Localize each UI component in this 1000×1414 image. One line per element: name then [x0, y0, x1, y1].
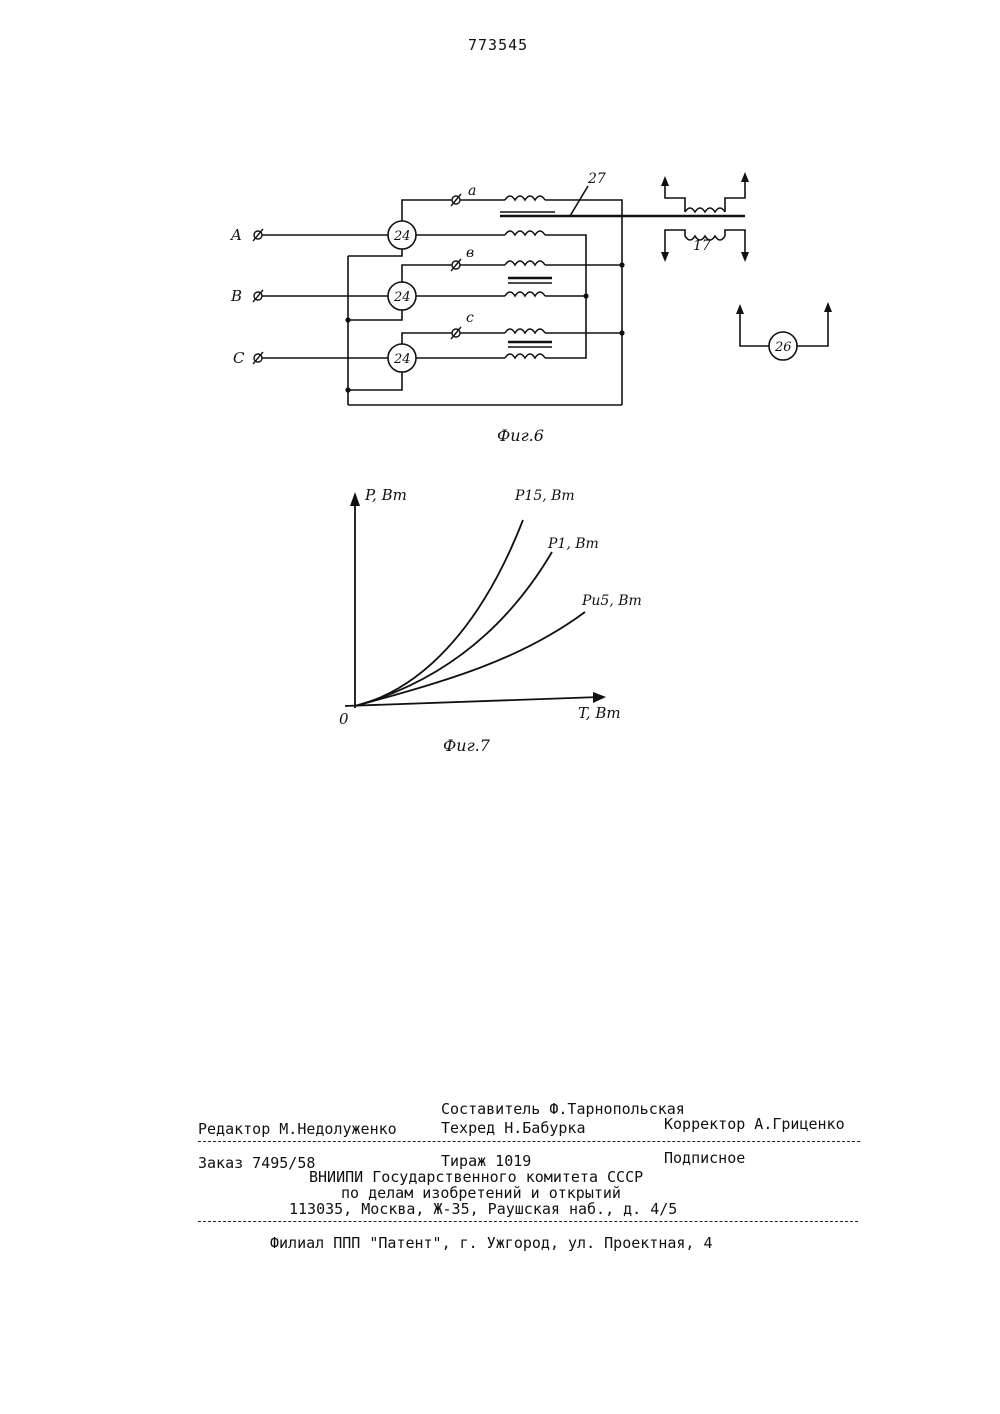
- divider: [198, 1141, 860, 1142]
- branch-line: Филиал ППП "Патент", г. Ужгород, ул. Про…: [270, 1234, 713, 1252]
- divider: [198, 1221, 858, 1222]
- y-axis-label: P, Вт: [364, 486, 407, 504]
- corrector-line: Корректор А.Гриценко: [664, 1115, 845, 1133]
- curve-p1-label: P1, Вт: [547, 536, 599, 552]
- address-line: 113035, Москва, Ж-35, Раушская наб., д. …: [289, 1200, 677, 1218]
- figure-7-caption: Фиг.7: [443, 736, 491, 755]
- techred-line: Техред Н.Бабурка: [441, 1119, 586, 1137]
- curve-p15-label: P15, Вт: [514, 488, 575, 504]
- curve-p15: [355, 520, 523, 706]
- compiler-line: Составитель Ф.Тарнопольская: [441, 1100, 685, 1118]
- subscription-line: Подписное: [664, 1149, 745, 1167]
- order-line: Заказ 7495/58: [198, 1154, 315, 1172]
- figure-7-graph: P, Вт P15, Вт P1, Вт Pu5, Вт 0 T, Вт Фиг…: [0, 0, 1000, 800]
- x-axis-label: T, Вт: [578, 704, 621, 722]
- origin-label: 0: [339, 710, 349, 728]
- curve-pu5: [355, 612, 585, 706]
- curve-pu5-label: Pu5, Вт: [581, 593, 642, 609]
- editor-line: Редактор М.Недолуженко: [198, 1120, 397, 1138]
- curve-p1: [355, 552, 552, 706]
